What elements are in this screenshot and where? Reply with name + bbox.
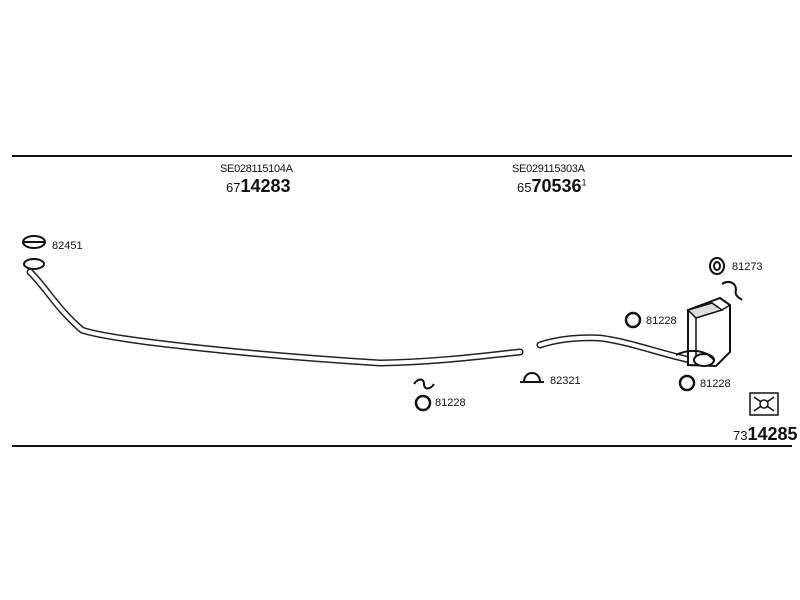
part-number-left-main: 14283: [240, 176, 291, 196]
rear-pipe: [536, 334, 694, 364]
part-number-right: 65705361: [517, 177, 587, 195]
part-number-right-main: 70536: [531, 176, 582, 196]
label-ring-lower-right: 81228: [700, 378, 731, 390]
ring-upper-right-icon: [624, 311, 642, 329]
part-number-left-prefix: 67: [226, 180, 241, 195]
part-number-right-suffix: 1: [581, 177, 587, 188]
part-number-right-prefix: 65: [517, 180, 532, 195]
label-clamp-mid: 82321: [550, 375, 581, 387]
pipe-flange-icon: [23, 258, 45, 270]
kit-number-prefix: 73: [733, 428, 748, 443]
part-number-left: 6714283: [226, 177, 291, 195]
kit-number-main: 14285: [747, 424, 798, 444]
ring-mid-icon: [414, 394, 432, 412]
clamp-mid-icon: [520, 372, 544, 383]
rear-silencer: [675, 281, 743, 368]
label-ring-mid: 81228: [435, 397, 466, 409]
hanger-mid-icon: [413, 378, 435, 390]
hanger-top-right-icon: [709, 257, 725, 275]
label-clamp-top: 82451: [52, 240, 83, 252]
label-hanger-top-right: 81273: [732, 261, 763, 273]
kit-number: 7314285: [733, 425, 798, 443]
front-pipe: [26, 268, 524, 367]
clamp-top-icon: [22, 235, 46, 249]
label-ring-upper-right: 81228: [646, 315, 677, 327]
oe-code-left: SE028115104A: [220, 163, 293, 175]
ring-lower-right-icon: [678, 374, 696, 392]
kit-box-icon: [749, 392, 779, 416]
oe-code-right: SE029115303A: [512, 163, 585, 175]
